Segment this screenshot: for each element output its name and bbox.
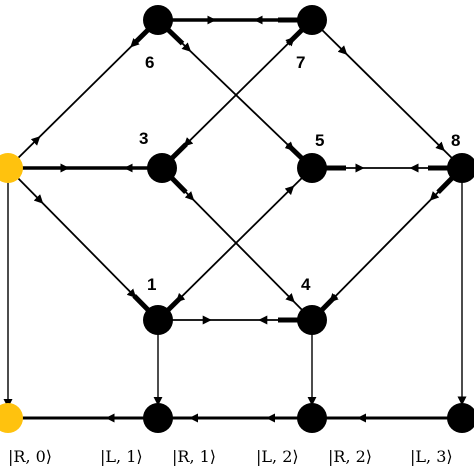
state-label-r1: |R, 1⟩	[172, 447, 216, 466]
state-label-l3: |L, 3⟩	[410, 447, 453, 466]
node-n5	[297, 153, 327, 183]
node-label-4: 4	[301, 275, 311, 294]
state-label-r0: |R, 0⟩	[8, 447, 52, 466]
labels: 6 7 3 5 8 1 4 |R, 0⟩ |L, 1⟩ |R, 1⟩ |L, 2…	[8, 53, 460, 466]
node-n1	[143, 305, 173, 335]
node-y-highlighted	[0, 153, 23, 183]
node-label-8: 8	[451, 131, 460, 150]
edges	[3, 15, 467, 423]
node-label-3: 3	[139, 129, 148, 148]
state-label-l1: |L, 1⟩	[100, 447, 143, 466]
node-n8	[447, 153, 474, 183]
node-label-5: 5	[315, 131, 324, 150]
node-label-1: 1	[147, 275, 156, 294]
node-n4	[297, 305, 327, 335]
state-label-l2: |L, 2⟩	[256, 447, 299, 466]
edge-n7-n8	[311, 19, 463, 169]
state-label-r2: |R, 2⟩	[328, 447, 372, 466]
node-label-7: 7	[296, 53, 305, 72]
nodes	[0, 5, 474, 433]
node-n7	[297, 5, 327, 35]
node-n3	[147, 153, 177, 183]
node-label-6: 6	[145, 53, 154, 72]
node-n6	[143, 5, 173, 35]
node-b1	[143, 403, 173, 433]
node-b0-highlighted	[0, 403, 23, 433]
node-b2	[297, 403, 327, 433]
node-b3	[447, 403, 474, 433]
